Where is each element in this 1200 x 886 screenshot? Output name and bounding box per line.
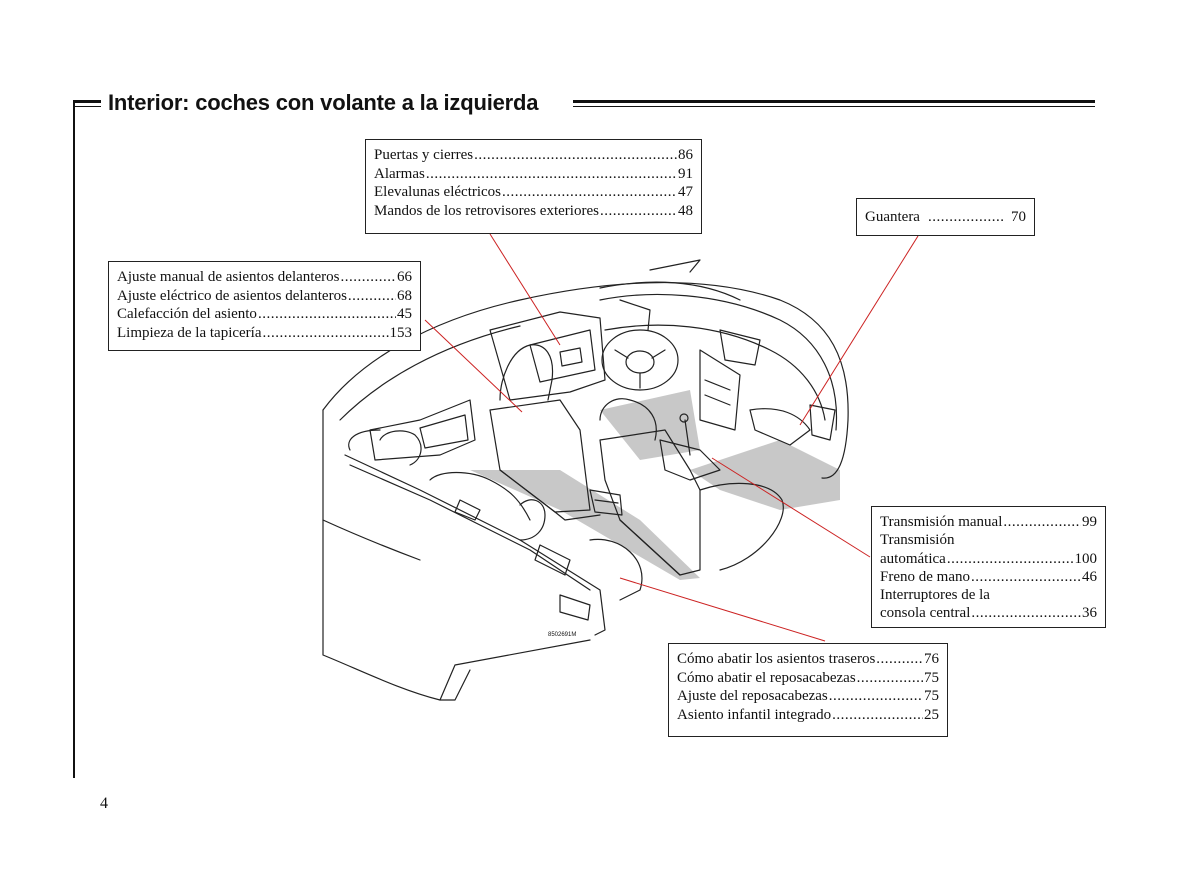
entry-label: Interruptores de la [880, 587, 990, 604]
entry-label: Cómo abatir los asientos traseros [677, 651, 876, 667]
dot-leader [829, 687, 923, 706]
entry-page: 75 [924, 688, 939, 704]
dot-leader [1003, 513, 1081, 531]
callout-rear-seats: Cómo abatir los asientos traseros 76 Cómo… [668, 643, 948, 737]
dot-leader [971, 604, 1081, 622]
dot-leader [263, 324, 389, 343]
dot-leader [876, 650, 923, 669]
index-entry: Alarmas 91 [374, 165, 693, 184]
entry-label: Asiento infantil integrado [677, 706, 832, 723]
dot-leader [600, 202, 677, 221]
entry-page: 47 [678, 184, 693, 200]
entry-label: Cómo abatir el reposacabezas [677, 669, 856, 686]
index-entry-continued: Interruptores de la [880, 586, 1097, 604]
entry-label: Ajuste eléctrico de asientos delanteros [117, 287, 347, 304]
callout-doors: Puertas y cierres 86 Alarmas 91 Elevalunas… [365, 139, 702, 234]
entry-page: 76 [924, 651, 939, 667]
index-entry: automática 100 [880, 550, 1097, 568]
index-entry: Mandos de los retrovisores exteriores 48 [374, 202, 693, 221]
index-entry: Ajuste del reposacabezas 75 [677, 687, 939, 706]
header-rule-left-thin [73, 106, 101, 107]
entry-page: 66 [397, 269, 412, 285]
index-entry: Asiento infantil integrado 25 [677, 706, 939, 725]
entry-label: Ajuste manual de asientos delanteros [117, 269, 340, 285]
dot-leader [857, 669, 923, 688]
index-entry: consola central 36 [880, 604, 1097, 622]
entry-page: 45 [397, 306, 412, 322]
index-entry: Puertas y cierres 86 [374, 146, 693, 165]
index-entry: Ajuste eléctrico de asientos delanteros 6… [117, 287, 412, 306]
header-rule-left [73, 100, 101, 103]
dot-leader [832, 706, 923, 725]
dot-leader [348, 287, 396, 306]
entry-page: 48 [678, 202, 693, 219]
left-margin-bar [73, 103, 75, 778]
dot-leader [340, 268, 396, 287]
callout-front-seats: Ajuste manual de asientos delanteros 66 A… [108, 261, 421, 351]
entry-page: 25 [924, 706, 939, 723]
entry-label: Transmisión [880, 532, 955, 549]
dot-leader [258, 305, 396, 324]
entry-label: Puertas y cierres [374, 147, 474, 163]
entry-label: Mandos de los retrovisores exteriores [374, 202, 599, 219]
index-entry: Transmisión manual 99 [880, 513, 1097, 531]
entry-label: Elevalunas eléctricos [374, 184, 502, 200]
index-entry: Limpieza de la tapicería 153 [117, 324, 412, 343]
dot-leader [502, 183, 677, 202]
entry-page: 100 [1074, 550, 1098, 567]
index-entry: Freno de mano 46 [880, 568, 1097, 586]
entry-page: 86 [678, 147, 693, 163]
index-entry-continued: Transmisión [880, 531, 1097, 549]
dot-leader [928, 208, 1005, 227]
entry-page: 68 [397, 287, 412, 304]
header-rule-right-thin [573, 106, 1095, 107]
entry-label: Guantera [865, 209, 920, 225]
index-entry: Cómo abatir el reposacabezas 75 [677, 669, 939, 688]
entry-page: 99 [1082, 514, 1097, 530]
entry-label: Transmisión manual [880, 514, 1003, 530]
dot-leader [426, 165, 677, 184]
dot-leader [474, 146, 677, 165]
page-title: Interior: coches con volante a la izquie… [108, 90, 539, 115]
index-entry: Cómo abatir los asientos traseros 76 [677, 650, 939, 669]
index-entry: Ajuste manual de asientos delanteros 66 [117, 268, 412, 287]
callout-transmission: Transmisión manual 99 Transmisión automát… [871, 506, 1106, 628]
page-number: 4 [100, 795, 108, 812]
entry-page: 36 [1082, 605, 1097, 622]
entry-label: Alarmas [374, 165, 425, 182]
image-reference-code: 8502691M [548, 632, 577, 638]
entry-label: Calefacción del asiento [117, 306, 257, 322]
index-entry: Elevalunas eléctricos 47 [374, 183, 693, 202]
entry-label: Ajuste del reposacabezas [677, 688, 828, 704]
index-entry: Guantera 70 [865, 208, 1026, 227]
entry-page: 153 [389, 324, 413, 341]
dot-leader [971, 568, 1081, 586]
entry-page: 46 [1082, 568, 1097, 585]
entry-label: Freno de mano [880, 568, 970, 585]
entry-label: automática [880, 550, 946, 567]
entry-page: 75 [924, 669, 939, 686]
entry-page: 70 [1011, 209, 1026, 225]
entry-page: 91 [678, 165, 693, 182]
dot-leader [947, 550, 1074, 568]
entry-label: Limpieza de la tapicería [117, 324, 262, 341]
index-entry: Calefacción del asiento 45 [117, 305, 412, 324]
callout-glovebox: Guantera 70 [856, 198, 1035, 236]
header-rule-right [573, 100, 1095, 103]
entry-label: consola central [880, 605, 971, 622]
